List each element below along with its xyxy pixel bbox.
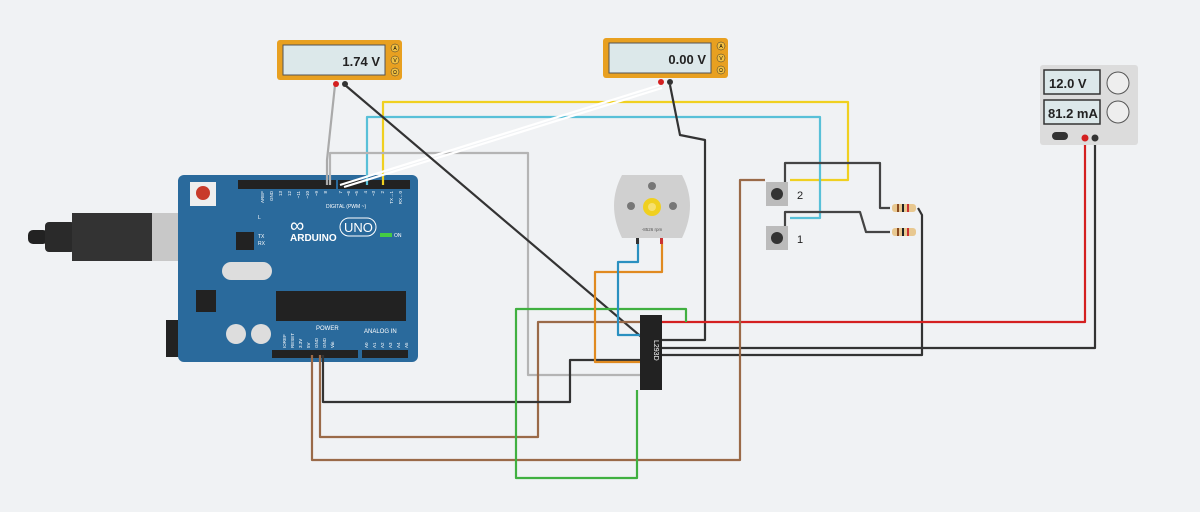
pin-label: RX←0 (398, 191, 403, 205)
push-button-2[interactable] (766, 182, 788, 206)
pin-label: A0 (364, 342, 369, 348)
arduino-model: UNO (344, 220, 373, 235)
pin-label: 7 (338, 191, 343, 194)
wire-white-2 (343, 86, 663, 189)
wire-button1-resistor (783, 210, 890, 234)
current-knob[interactable] (1106, 100, 1130, 124)
pin-label: 3.3V (298, 339, 303, 348)
analog-pin-labels: A0 A1 A2 A3 A4 A5 (364, 342, 409, 348)
led-label: RX (258, 241, 266, 247)
chip-label: L293D (652, 340, 659, 361)
voltage-knob[interactable] (1106, 71, 1130, 95)
analog-label: ANALOG IN (364, 329, 397, 335)
wire-blue (365, 115, 822, 220)
led-label: L (258, 215, 261, 221)
pin-label: Vin (330, 341, 335, 348)
pin-label: RESET (290, 333, 295, 348)
wire-yellow (381, 100, 850, 185)
pin-label: ~10 (305, 191, 310, 199)
pin-label: ~5 (354, 191, 359, 197)
wire-black-gnd (321, 355, 640, 404)
wire-button2-resistor (783, 161, 890, 210)
wire-green (514, 307, 688, 480)
wire-gray (328, 151, 640, 377)
wire-black-meter2 (662, 84, 707, 342)
mode-v-button[interactable]: V (393, 58, 397, 64)
psu-voltage: 12.0 V (1049, 76, 1087, 91)
l293d-chip[interactable]: L293D (640, 315, 662, 390)
pin-label: A5 (404, 342, 409, 348)
wire-orange (593, 240, 664, 364)
mode-ohm-button[interactable]: Ω (393, 70, 397, 76)
multimeter-1[interactable]: 1.74 V A V Ω (277, 40, 402, 87)
multimeter-1-reading: 1.74 V (342, 54, 380, 69)
digital-pin-labels: AREF GND 13 12 ~11 ~10 ~9 8 7 ~6 ~5 4 ~3… (260, 190, 403, 204)
wire-white (339, 83, 661, 187)
wire-red (662, 140, 1087, 324)
usb-cable[interactable] (28, 213, 182, 261)
resistor-1[interactable] (892, 204, 916, 212)
arduino-uno-board[interactable]: AREF GND 13 12 ~11 ~10 ~9 8 7 ~6 ~5 4 ~3… (178, 175, 418, 362)
power-pin-labels: IOREF RESET 3.3V 5V GND GND Vin (282, 333, 335, 348)
power-switch[interactable] (1052, 132, 1068, 140)
pin-label: 12 (287, 191, 292, 197)
pin-label: GND (314, 337, 319, 348)
pin-label: A4 (396, 342, 401, 348)
pin-label: A1 (372, 342, 377, 348)
digital-header-right (338, 180, 410, 189)
pin-label: GND (322, 337, 327, 348)
reset-button[interactable] (196, 186, 210, 200)
psu-current: 81.2 mA (1048, 106, 1098, 121)
mode-a-button[interactable]: A (719, 44, 723, 50)
wire-brown-5v (310, 178, 765, 462)
pin-label: IOREF (282, 334, 287, 348)
infinity-logo-icon: ∞ (290, 215, 304, 237)
pin-label: ~9 (314, 191, 319, 197)
wire-resistors-ground (662, 207, 924, 357)
on-label: ON (394, 233, 402, 239)
push-button-1[interactable] (766, 226, 788, 250)
mode-ohm-button[interactable]: Ω (719, 68, 723, 74)
wires (310, 83, 1097, 480)
pin-label: ~6 (346, 191, 351, 197)
digital-header-left (238, 180, 336, 189)
pin-label: 5V (306, 342, 311, 348)
resistor-2[interactable] (892, 228, 916, 236)
motor-rpm: -8526 rpm (642, 227, 663, 232)
power-label: POWER (316, 326, 339, 332)
pin-label: TX→1 (389, 191, 394, 204)
digital-label: DIGITAL (PWM ~) (326, 204, 366, 210)
pin-label: AREF (260, 191, 265, 203)
wire-motor-blue (616, 240, 640, 337)
pin-label: ~11 (296, 191, 301, 199)
wire-black-psu (662, 140, 1097, 350)
mode-a-button[interactable]: A (393, 46, 397, 52)
pin-label: A3 (388, 342, 393, 348)
wire-brown-2 (318, 320, 640, 439)
multimeter-2-reading: 0.00 V (668, 52, 706, 67)
multimeter-2[interactable]: 0.00 V A V Ω (603, 38, 728, 85)
pin-label: ~3 (371, 191, 376, 197)
arduino-brand: ARDUINO (290, 233, 337, 244)
power-supply[interactable]: 12.0 V 81.2 mA (1040, 65, 1138, 145)
button-2-label: 2 (797, 190, 803, 202)
mode-v-button[interactable]: V (719, 56, 723, 62)
pin-label: GND (269, 190, 274, 201)
pin-label: 13 (278, 191, 283, 197)
pin-label: 8 (323, 191, 328, 194)
button-1-label: 1 (797, 234, 803, 246)
atmega-chip (276, 291, 406, 321)
pin-label: 4 (363, 191, 368, 194)
dc-motor[interactable]: -8526 rpm (614, 175, 690, 244)
led-label: TX (258, 234, 265, 240)
wire-gray-probe (325, 84, 337, 185)
pin-label: A2 (380, 342, 385, 348)
pin-label: 2 (380, 191, 385, 194)
